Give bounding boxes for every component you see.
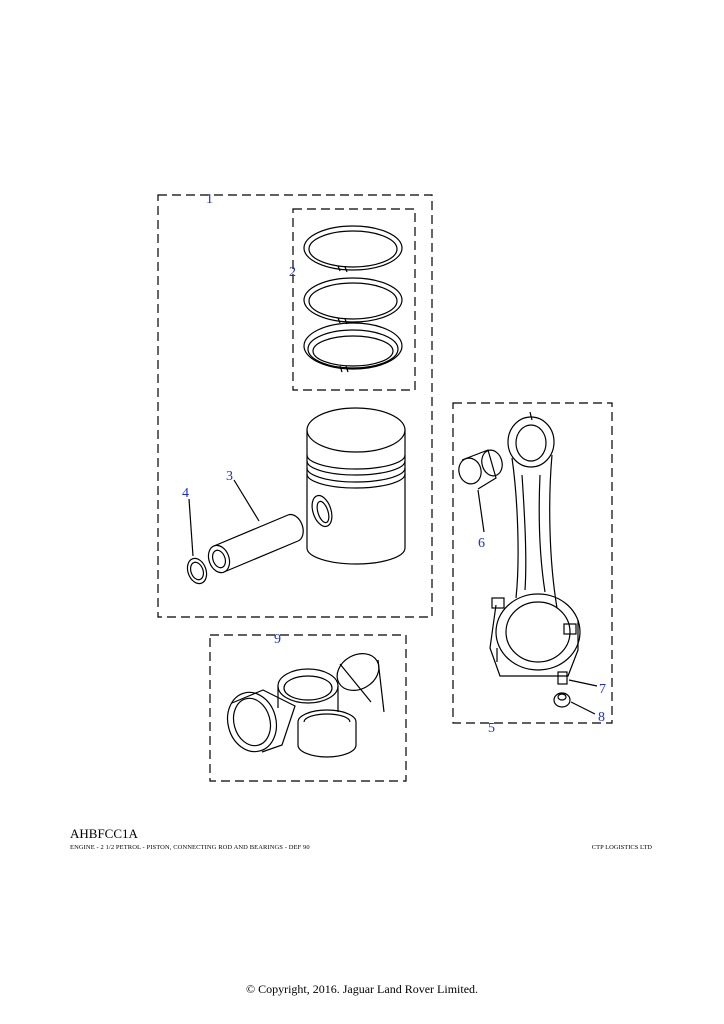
callout-9: 9: [274, 632, 281, 647]
bearing-shells: [226, 653, 385, 758]
callout-5: 5: [488, 721, 495, 736]
diagram-code: AHBFCC1A: [70, 826, 138, 841]
callout-8: 8: [598, 710, 605, 725]
rod-bolt-and-nut: [553, 671, 571, 708]
group-1-box: [157, 194, 433, 618]
piston: [306, 407, 406, 565]
leader-7: [568, 679, 598, 687]
callout-7: 7: [599, 682, 606, 697]
callout-1: 1: [206, 192, 213, 207]
leader-3: [233, 479, 260, 522]
callout-6: 6: [478, 536, 485, 551]
diagram-description: ENGINE - 2 1/2 PETROL - PISTON, CONNECTI…: [70, 844, 310, 851]
callout-2: 2: [289, 265, 296, 280]
leader-6: [477, 489, 485, 533]
group-9-box: [209, 634, 407, 782]
group-5-box: [452, 402, 613, 724]
leader-8: [570, 701, 596, 715]
callout-3: 3: [226, 469, 233, 484]
callout-4: 4: [182, 486, 189, 501]
leader-4: [188, 498, 194, 557]
gudgeon-pin: [207, 513, 304, 574]
connecting-rod: [489, 411, 581, 677]
copyright-notice: © Copyright, 2016. Jaguar Land Rover Lim…: [245, 982, 479, 996]
small-end-bush: [458, 449, 503, 490]
piston-rings: [303, 225, 403, 373]
circlip: [186, 557, 208, 585]
group-2-box: [292, 208, 416, 391]
company-name: CTP LOGISTICS LTD: [591, 844, 652, 851]
